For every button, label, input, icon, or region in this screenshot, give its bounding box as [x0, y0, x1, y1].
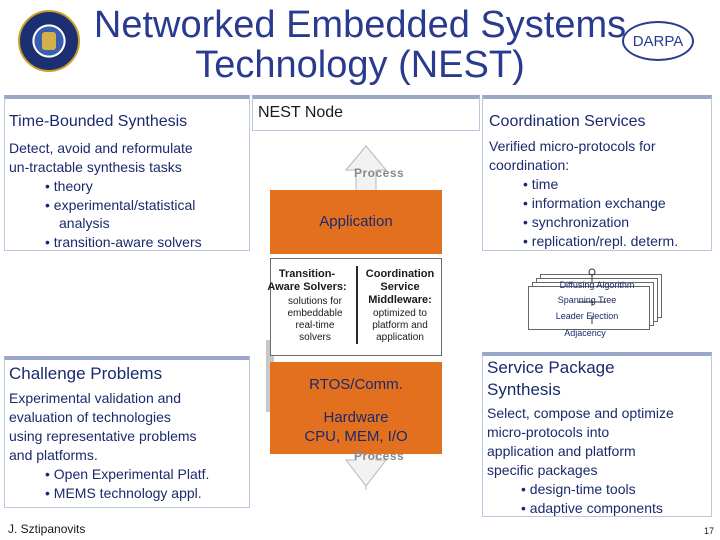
time-bounded-synthesis-panel: Time-Bounded Synthesis Detect, avoid and…: [4, 95, 250, 251]
time-bounded-intro-line2: un-tractable synthesis tasks: [9, 159, 182, 175]
coordination-services-panel: Coordination Services Verified micro-pro…: [482, 95, 712, 251]
coordination-bullet-replication: • replication/repl. determ.: [523, 233, 679, 249]
transition-body-line2: embeddable: [287, 308, 343, 319]
darpa-logo-icon: DARPA: [622, 21, 694, 61]
challenge-line4: and platforms.: [9, 447, 98, 463]
transition-heading-line1: Transition-: [278, 268, 336, 280]
service-package-heading-line2: Synthesis: [487, 380, 561, 399]
coord-body-line2: platform and: [372, 320, 428, 331]
nest-node-header: [252, 95, 480, 131]
nest-node-title: NEST Node: [258, 104, 344, 121]
time-bounded-intro-line1: Detect, avoid and reformulate: [9, 140, 193, 156]
time-bounded-bullet-solvers: • transition-aware solvers: [45, 234, 202, 250]
challenge-problems-heading: Challenge Problems: [9, 364, 163, 383]
coordination-bullet-time: • time: [523, 176, 559, 192]
challenge-line3: using representative problems: [9, 428, 197, 444]
time-bounded-synthesis-heading: Time-Bounded Synthesis: [9, 113, 188, 130]
middleware-divider: [356, 266, 358, 344]
application-layer: [270, 190, 442, 254]
challenge-line2: evaluation of technologies: [9, 409, 171, 425]
process-label-top: Process: [354, 166, 405, 180]
stack-item-adjacency: Adjacency: [564, 328, 606, 338]
stack-item-spanning: Spanning Tree: [557, 295, 617, 305]
service-line2: micro-protocols into: [487, 424, 610, 440]
challenge-bullet-platform: • Open Experimental Platf.: [45, 466, 210, 482]
transition-body-line4: solvers: [299, 332, 331, 343]
challenge-bullet-mems: • MEMS technology appl.: [45, 485, 202, 501]
coordination-services-heading: Coordination Services: [489, 113, 646, 130]
service-line4: specific packages: [487, 462, 598, 478]
time-bounded-bullet-analysis: analysis: [59, 215, 110, 231]
challenge-problems-panel: Challenge Problems Experimental validati…: [4, 356, 250, 508]
stack-item-leader: Leader Election: [555, 311, 619, 321]
footer-author: J. Sztipanovits: [8, 522, 86, 536]
hardware-layer: [270, 400, 442, 454]
time-bounded-bullet-experimental: • experimental/statistical: [45, 197, 196, 213]
transition-heading-line2: Aware Solvers:: [267, 281, 347, 293]
transition-body-line3: real-time: [295, 320, 335, 331]
coord-body-line3: application: [376, 332, 424, 343]
stack-item-diffusing: Diffusing Algorithm: [559, 280, 635, 290]
dod-seal-icon: [18, 10, 80, 72]
coord-heading-line3: Middleware:: [368, 294, 432, 306]
coord-body-line1: optimized to: [373, 308, 427, 319]
rtos-label: RTOS/Comm.: [309, 376, 403, 393]
hardware-label-line1: Hardware: [323, 409, 389, 426]
service-line1: Select, compose and optimize: [487, 405, 674, 421]
page-number: 17: [704, 526, 715, 536]
coordination-intro-line2: coordination:: [489, 157, 570, 173]
coordination-intro-line1: Verified micro-protocols for: [489, 138, 656, 154]
slide-title-line2: Technology (NEST): [195, 44, 525, 86]
coordination-bullet-sync: • synchronization: [523, 214, 630, 230]
transition-body-line1: solutions for: [288, 296, 342, 307]
process-label-bottom: Process: [354, 449, 405, 463]
service-package-heading-line1: Service Package: [487, 358, 615, 377]
service-bullet-components: • adaptive components: [521, 500, 663, 516]
coordination-bullet-info: • information exchange: [523, 195, 666, 211]
service-package-panel: Service Package Synthesis Select, compos…: [482, 352, 712, 517]
application-label: Application: [319, 213, 393, 230]
service-bullet-tools: • design-time tools: [521, 481, 636, 497]
hardware-label: Hardware CPU, MEM, I/O: [270, 408, 442, 446]
stack-connectors: [578, 268, 606, 324]
slide-title-line1: Networked Embedded Systems: [93, 4, 627, 46]
challenge-line1: Experimental validation and: [9, 390, 181, 406]
service-line3: application and platform: [487, 443, 636, 459]
coord-heading-line1: Coordination: [365, 268, 435, 280]
hardware-label-line2: CPU, MEM, I/O: [304, 428, 408, 445]
coord-heading-line2: Service: [380, 281, 420, 293]
time-bounded-bullet-theory: • theory: [45, 178, 93, 194]
stack-card-front: [528, 286, 650, 330]
rtos-layer: [270, 362, 442, 406]
